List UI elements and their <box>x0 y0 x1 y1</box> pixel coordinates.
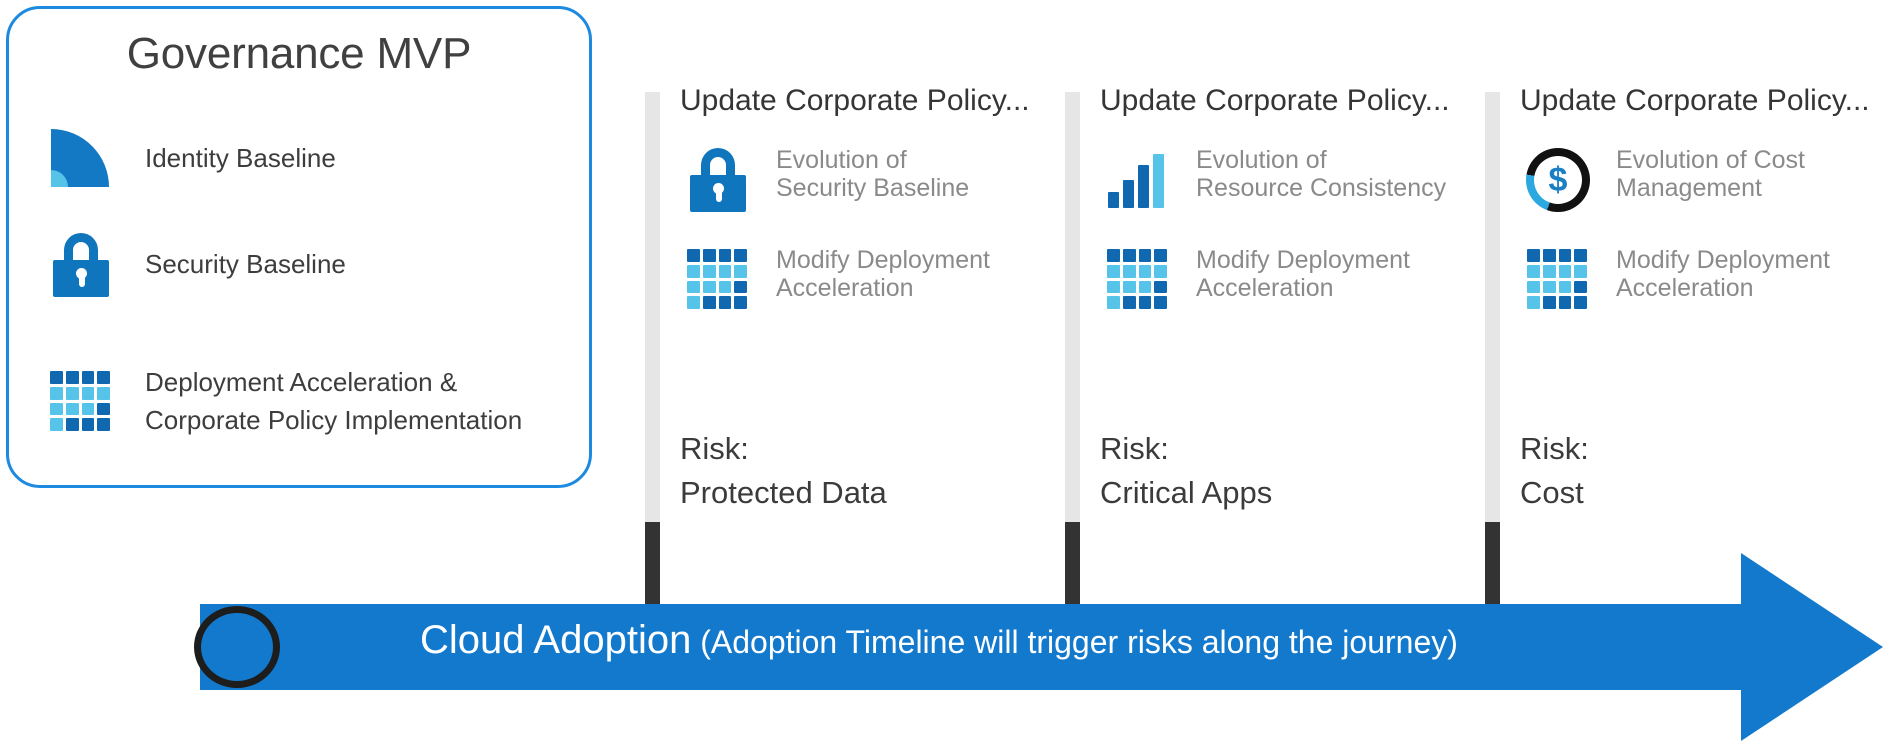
milestone-marker <box>1485 522 1500 612</box>
milestone-track <box>1485 92 1500 612</box>
milestone-title: Update Corporate Policy... <box>1100 84 1450 117</box>
milestone-item: Evolution of Resource Consistency <box>1100 142 1446 218</box>
milestone-item-label: Evolution of Resource Consistency <box>1196 146 1447 202</box>
cloud-adoption-arrow <box>200 553 1883 741</box>
milestone-item-label: Evolution of Cost Management <box>1616 146 1805 202</box>
bar-chart-icon <box>1100 142 1176 218</box>
page-title: Governance MVP <box>126 29 472 78</box>
timeline-label-sub: (Adoption Timeline will trigger risks al… <box>691 624 1458 660</box>
lock-icon <box>43 227 119 303</box>
mvp-item-identity-baseline: Identity Baseline <box>43 121 336 197</box>
milestone-track <box>645 92 660 612</box>
milestone-title: Update Corporate Policy... <box>1520 84 1870 117</box>
milestone-column-protected-data: Update Corporate Policy... Evolution of … <box>645 84 1065 612</box>
milestone-column-cost: Update Corporate Policy... $ Evolution o… <box>1485 84 1891 612</box>
dollar-circle-icon: $ <box>1520 142 1596 218</box>
milestone-item: Modify Deployment Acceleration <box>1100 242 1410 318</box>
mvp-item-security-baseline: Security Baseline <box>43 227 346 303</box>
milestone-item-label: Modify Deployment Acceleration <box>1616 246 1830 302</box>
lock-icon <box>680 142 756 218</box>
grid-icon <box>43 364 119 440</box>
quarter-shield-icon <box>43 121 119 197</box>
grid-icon <box>680 242 756 318</box>
milestone-marker <box>1065 522 1080 612</box>
milestone-marker <box>645 522 660 612</box>
timeline-label: Cloud Adoption (Adoption Timeline will t… <box>420 618 1458 663</box>
milestone-column-critical-apps: Update Corporate Policy... Evolution of … <box>1065 84 1485 612</box>
milestone-title: Update Corporate Policy... <box>680 84 1030 117</box>
milestone-risk-label: Risk: Critical Apps <box>1100 431 1273 511</box>
milestone-item: Evolution of Security Baseline <box>680 142 969 218</box>
milestone-track <box>1065 92 1080 612</box>
milestone-item-label: Evolution of Security Baseline <box>776 146 970 202</box>
milestone-risk-label: Risk: Cost <box>1520 431 1589 511</box>
milestone-risk-label: Risk: Protected Data <box>680 431 887 511</box>
milestone-item-label: Modify Deployment Acceleration <box>776 246 990 302</box>
arrow-shaft <box>200 604 1755 690</box>
milestone-item-label: Modify Deployment Acceleration <box>1196 246 1410 302</box>
mvp-item-label: Security Baseline <box>145 249 346 280</box>
timeline-start-circle-icon <box>194 606 280 688</box>
mvp-item-label: Identity Baseline <box>145 143 336 174</box>
governance-mvp-card: Governance MVP Identity Baseline Securit… <box>6 6 592 488</box>
timeline-label-main: Cloud Adoption <box>420 618 692 662</box>
milestone-item: $ Evolution of Cost Management <box>1520 142 1805 218</box>
milestone-item: Modify Deployment Acceleration <box>1520 242 1830 318</box>
mvp-item-deployment-acceleration: Deployment Acceleration & Corporate Poli… <box>43 364 522 440</box>
milestone-item: Modify Deployment Acceleration <box>680 242 990 318</box>
mvp-item-label: Deployment Acceleration & Corporate Poli… <box>145 367 523 435</box>
grid-icon <box>1520 242 1596 318</box>
grid-icon <box>1100 242 1176 318</box>
arrow-head-icon <box>1741 553 1883 741</box>
